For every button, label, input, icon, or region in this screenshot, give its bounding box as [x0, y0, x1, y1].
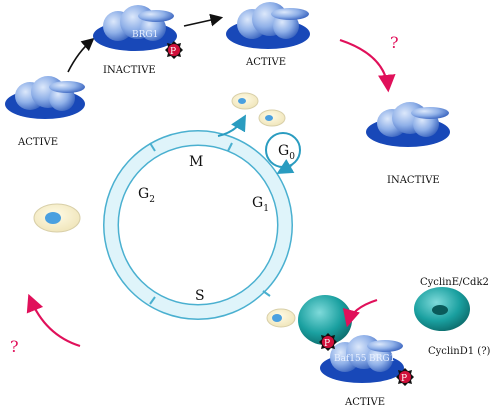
complex-active-top-right	[226, 2, 310, 49]
complex-active-left	[5, 76, 85, 119]
phospho-label-bottom-left: P	[324, 339, 330, 349]
phase-s: S	[195, 288, 205, 304]
mitosis-exit-arrow	[217, 114, 246, 137]
arrow-to-inactive-top	[67, 37, 95, 73]
label-cyclinD1: CyclinD1 (?)	[428, 346, 491, 357]
phospho-icon-top	[168, 44, 180, 56]
phase-m: M	[189, 154, 203, 170]
complex-active-bottom: Baf155 BRG1 P P	[319, 333, 414, 386]
arrow-to-active-right	[183, 13, 224, 27]
baf155-label: Baf155	[334, 354, 367, 364]
divider-g1-s	[262, 290, 271, 297]
cell-cycle-ring	[103, 130, 293, 320]
g0-return-arrow	[276, 159, 295, 175]
divider-s-g2	[149, 296, 156, 305]
brg1-label-bottom: BRG1	[369, 354, 395, 364]
label-active-bottom: ACTIVE	[344, 397, 385, 408]
g2-cell	[33, 203, 81, 233]
label-cyclinE-cdk2: CyclinE/Cdk2	[420, 277, 489, 288]
question-mark-top-right: ?	[390, 33, 399, 52]
cyclin-complex	[298, 287, 470, 345]
phase-g1: G1	[252, 195, 269, 214]
question-mark-bottom-left: ?	[10, 337, 19, 356]
complex-inactive-top: BRG1 P	[93, 5, 183, 59]
pink-arrow-to-inactive-right	[339, 38, 396, 93]
cyclin-e-sphere	[298, 295, 352, 345]
phospho-label-bottom-right: P	[401, 374, 407, 384]
daughter-cell-1	[231, 92, 259, 110]
phospho-icon-bottom-right	[399, 371, 411, 383]
phospho-icon-bottom-left	[322, 336, 334, 348]
brg1-label-top: BRG1	[132, 30, 158, 40]
daughter-cell-2	[258, 109, 286, 127]
phospho-label-top: P	[170, 47, 176, 57]
pink-arrow-cyclin-to-complex	[342, 298, 378, 328]
label-inactive-top: INACTIVE	[103, 65, 156, 76]
s-phase-cell	[266, 308, 296, 328]
label-inactive-right: INACTIVE	[387, 175, 440, 186]
divider-g2-m	[149, 142, 156, 152]
label-active-top-right: ACTIVE	[245, 57, 286, 68]
divider-m-g1	[227, 142, 233, 152]
pink-arrow-bottom-left	[26, 293, 81, 348]
complex-inactive-right	[366, 102, 450, 147]
phase-g0: G0	[278, 143, 295, 162]
label-active-left: ACTIVE	[17, 137, 58, 148]
phase-g2: G2	[138, 186, 155, 205]
